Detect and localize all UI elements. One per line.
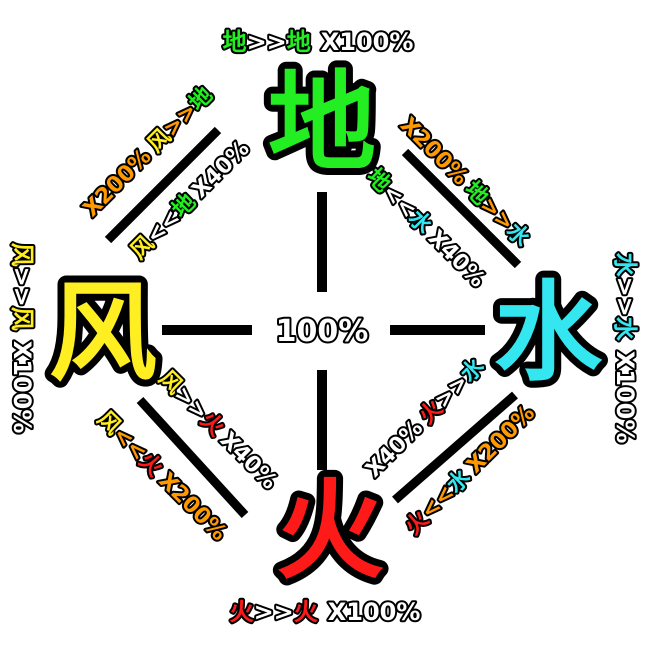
fw-strong-mult: X200%: [154, 468, 232, 546]
we-strong-mult: X200%: [79, 144, 157, 222]
separator-water-fire: [392, 391, 518, 504]
separator-earth-water: [401, 148, 522, 269]
self-wind-op: >>: [8, 267, 36, 307]
separator-fire-wind: [136, 396, 249, 519]
wf-weak-mult: X40%: [361, 416, 428, 483]
self-relation-earth: 地>>地 X100%: [221, 26, 416, 58]
self-earth-mult: X100%: [321, 28, 414, 56]
center-percentage: 100%: [276, 314, 369, 349]
self-water-b: 水: [611, 317, 639, 342]
ew-weak-mult: X40%: [423, 226, 490, 293]
fw-weak-mult: X40%: [215, 428, 282, 495]
self-earth-b: 地: [287, 28, 311, 56]
self-water-a: 水: [611, 253, 639, 278]
self-fire-mult: X100%: [328, 598, 421, 626]
self-earth-op: >>: [247, 28, 287, 56]
self-wind-b: 风: [8, 307, 36, 331]
self-wind-mult: X100%: [8, 341, 36, 434]
self-earth-a: 地: [223, 28, 247, 56]
self-fire-a: 火: [230, 598, 254, 626]
pair-water-fire-strong: 火<<水X200%: [399, 399, 542, 542]
diagonal-separators: [104, 126, 522, 519]
svg-text:水>>水X100%: 水>>水 X100%: [611, 253, 639, 444]
wind-glyph: 风: [49, 271, 157, 396]
svg-text:火<<水X200%: 火<<水X200%: [401, 401, 540, 540]
self-relation-water: 水>>水 X100%: [609, 251, 641, 446]
self-water-mult: X100%: [611, 351, 639, 444]
self-relation-wind: 风>>风 X100%: [6, 241, 38, 436]
spokes: [162, 192, 485, 470]
fire-glyph: 火: [276, 469, 384, 594]
self-wind-a: 风: [8, 243, 36, 267]
svg-text:风>>风X100%: 风>>风 X100%: [8, 243, 36, 434]
self-relation-fire: 火>>火 X100%: [228, 596, 423, 628]
water-glyph: 水: [494, 271, 603, 396]
self-fire-op: >>: [254, 598, 294, 626]
separator-wind-earth: [104, 126, 222, 244]
self-fire-b: 火: [294, 598, 318, 626]
earth-glyph: 地: [268, 61, 376, 186]
self-water-op: >>: [611, 277, 639, 317]
